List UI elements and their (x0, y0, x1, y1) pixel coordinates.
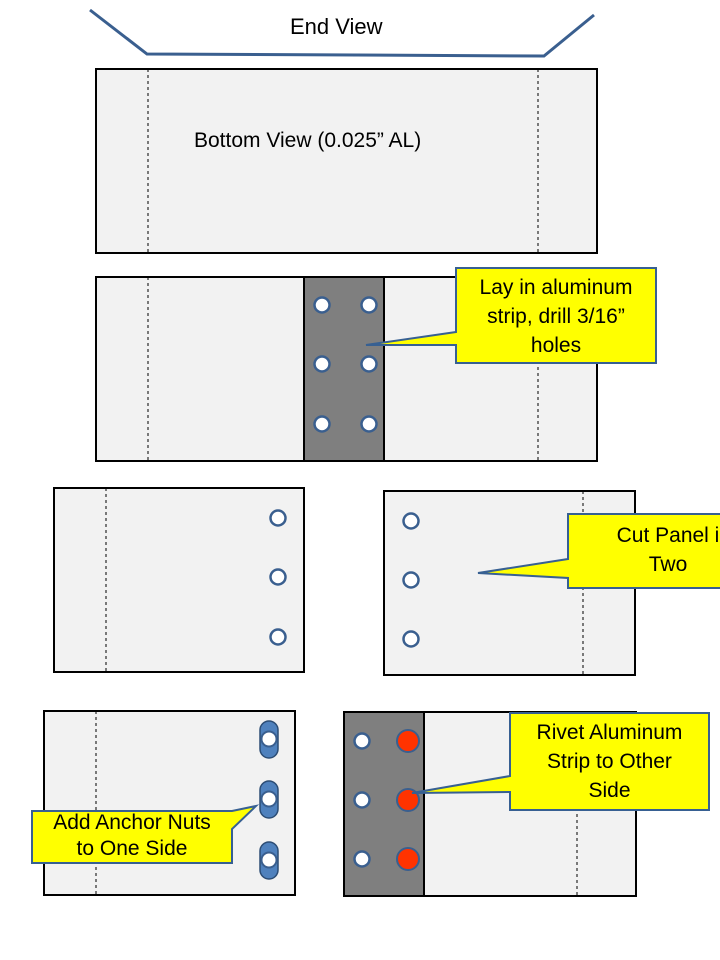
drill-hole (269, 568, 287, 586)
rivet (396, 847, 420, 871)
callout-anchor-nuts-box (31, 804, 260, 864)
drill-hole (360, 415, 378, 433)
callout-line: holes (530, 334, 582, 357)
end-view-label: End View (290, 14, 383, 39)
drill-hole (353, 791, 371, 809)
rivet (396, 729, 420, 753)
drill-hole (360, 355, 378, 373)
callout-line: Strip to Other (547, 750, 672, 773)
callout-rivet-text: Rivet Aluminum Strip to Other Side (510, 718, 709, 805)
drill-hole (360, 296, 378, 314)
anchor-nut-panel (43, 710, 296, 896)
drill-hole (402, 571, 420, 589)
callout-line: Two (648, 553, 688, 576)
drill-hole (313, 296, 331, 314)
drill-hole (353, 850, 371, 868)
end-view-profile (89, 8, 595, 58)
drill-hole (269, 509, 287, 527)
rivet (396, 788, 420, 812)
callout-cut-panel-text: Cut Panel i Two (588, 521, 720, 579)
callout-line: Rivet Aluminum (536, 721, 683, 744)
drill-hole (313, 355, 331, 373)
callout-cut-panel-box (477, 513, 720, 589)
callout-lay-strip-box (365, 267, 657, 364)
callout-line: Cut Panel i (616, 524, 720, 547)
callout-line: Side (588, 779, 631, 802)
callout-line: strip, drill 3/16” (487, 305, 625, 328)
drill-hole (260, 730, 278, 748)
bottom-view-panel (95, 68, 598, 254)
bottom-view-label: Bottom View (0.025” AL) (194, 129, 422, 152)
callout-line: Lay in aluminum (479, 276, 633, 299)
drill-hole (260, 790, 278, 808)
drill-hole (313, 415, 331, 433)
callout-anchor-nuts-text: Add Anchor Nuts to One Side (32, 810, 232, 862)
callout-lay-strip-text: Lay in aluminum strip, drill 3/16” holes (456, 273, 656, 360)
drill-hole (269, 628, 287, 646)
callout-line: to One Side (76, 837, 188, 860)
drill-hole (402, 512, 420, 530)
drill-hole (353, 732, 371, 750)
callout-line: Add Anchor Nuts (53, 811, 211, 834)
drill-hole (260, 851, 278, 869)
drill-hole (402, 630, 420, 648)
callout-rivet-box (411, 712, 710, 811)
cut-panel-left (53, 487, 305, 673)
